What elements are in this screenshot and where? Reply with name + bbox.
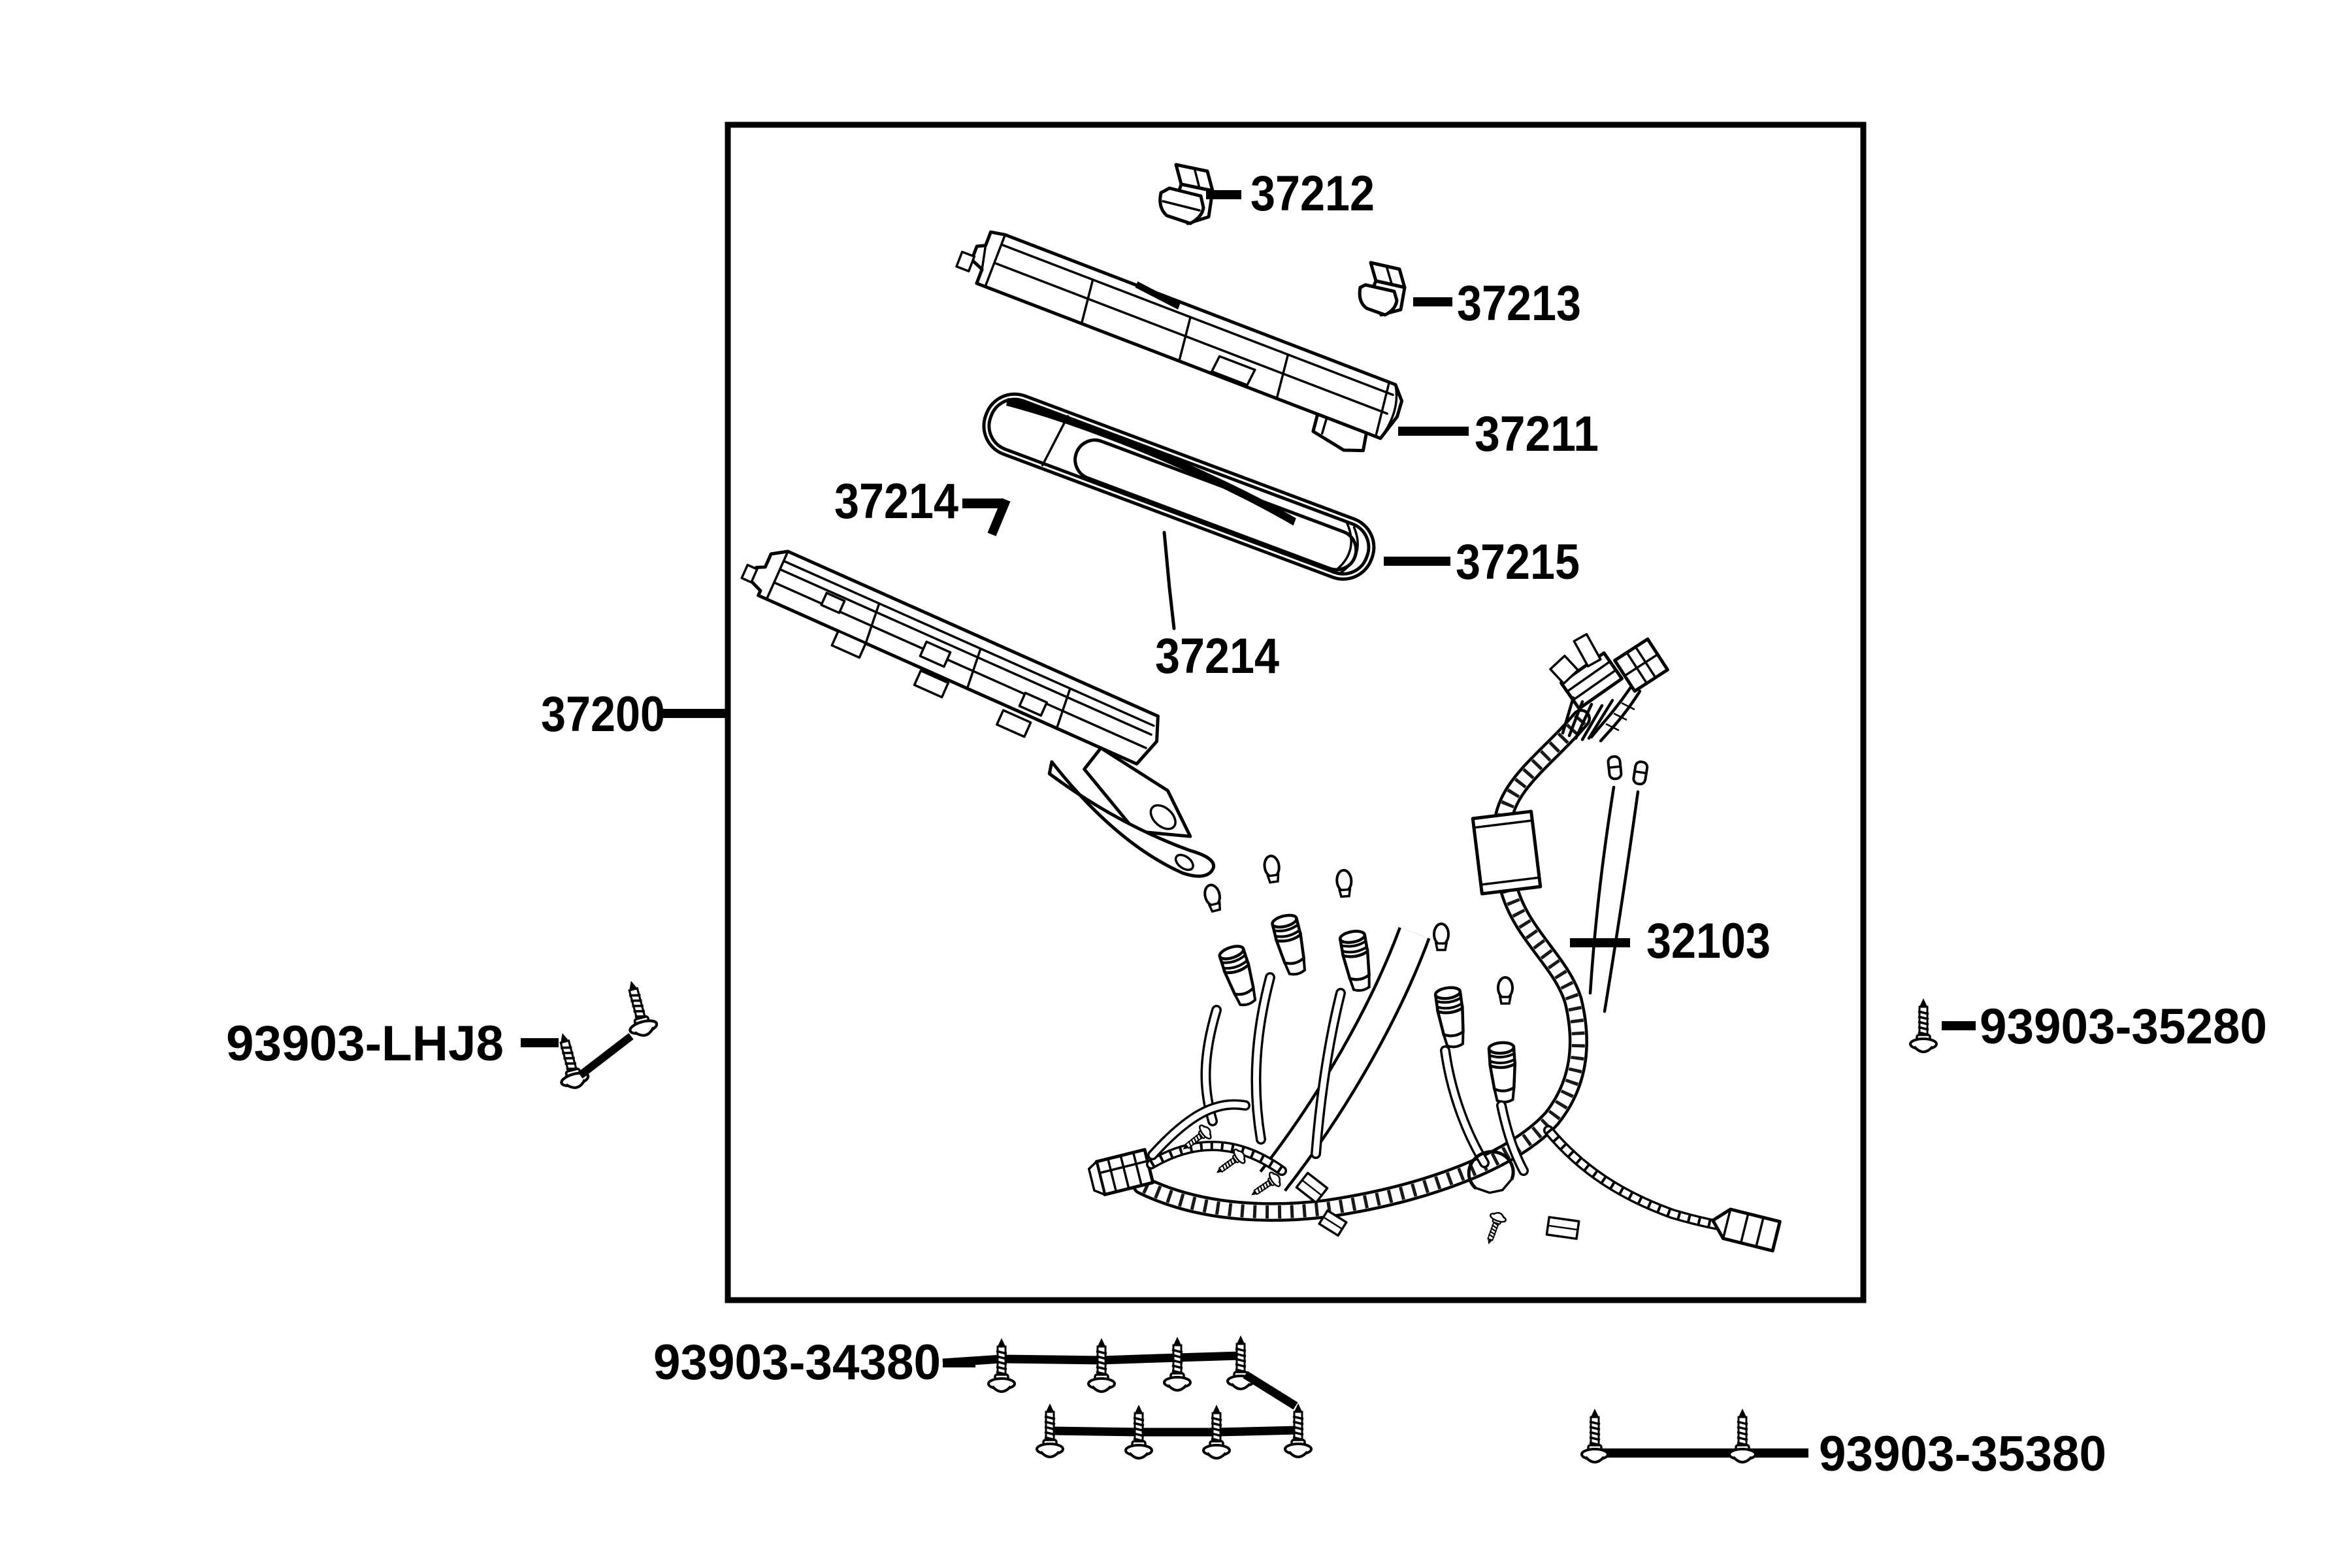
part-label-37214-lower: 37214 bbox=[1155, 629, 1279, 684]
harness-bulb bbox=[1433, 923, 1450, 951]
harness-bulb-socket bbox=[1218, 944, 1260, 1008]
part-37200-case bbox=[740, 549, 1216, 878]
leader-37214-lower bbox=[1162, 531, 1176, 630]
part-label-93903-35380: 93903-35380 bbox=[1819, 1426, 2106, 1482]
leader-32103 bbox=[1570, 938, 1630, 947]
harness-bulb bbox=[1262, 853, 1282, 885]
harness-bullet-terminal bbox=[1606, 755, 1624, 781]
harness-clamp bbox=[1467, 1150, 1515, 1194]
part-label-37214-upper: 37214 bbox=[834, 474, 958, 529]
harness-clamp-screw bbox=[1480, 1209, 1509, 1249]
leader-37215 bbox=[1384, 557, 1450, 566]
part-label-37212: 37212 bbox=[1250, 166, 1375, 221]
diagram-frame-border bbox=[725, 122, 1867, 1303]
harness-bulb-socket bbox=[1435, 986, 1467, 1048]
screw-group-93903-34380 bbox=[942, 1334, 1313, 1460]
harness-bulb-socket bbox=[1339, 930, 1374, 992]
harness-clip bbox=[1545, 1216, 1580, 1240]
leader-37212 bbox=[1206, 190, 1241, 199]
part-32103-harness bbox=[1087, 632, 1782, 1252]
leader-37200 bbox=[661, 709, 727, 718]
leader-lhj8 bbox=[521, 1038, 559, 1047]
leader-37211 bbox=[1398, 427, 1469, 436]
harness-bulb-socket bbox=[1271, 913, 1310, 977]
part-37212-knob bbox=[1158, 163, 1215, 225]
harness-bulb bbox=[1201, 882, 1225, 914]
part-37215-lens bbox=[982, 392, 1376, 581]
harness-connector-b bbox=[1613, 637, 1669, 693]
part-37211-upper-cover bbox=[955, 230, 1404, 453]
harness-connector-left bbox=[1087, 1148, 1155, 1196]
part-label-37213: 37213 bbox=[1457, 276, 1581, 331]
leader-37214-upper-tick bbox=[987, 498, 1011, 536]
screw-group-93903-35380 bbox=[1580, 1407, 1808, 1463]
part-37213-knob bbox=[1358, 261, 1407, 317]
harness-connector-a bbox=[1549, 632, 1624, 711]
harness-connector-right bbox=[1711, 1207, 1782, 1252]
leader-37214-upper bbox=[962, 498, 1003, 508]
harness-bullet-terminal bbox=[1631, 759, 1650, 787]
part-label-37211: 37211 bbox=[1475, 406, 1599, 462]
part-label-93903-34380: 93903-34380 bbox=[653, 1335, 941, 1390]
leader-35280 bbox=[1942, 1021, 1976, 1030]
part-label-93903-35280: 93903-35280 bbox=[1980, 999, 2267, 1054]
harness-bulb bbox=[1335, 868, 1354, 898]
leader-37213 bbox=[1413, 297, 1452, 306]
leader-34380 bbox=[943, 1359, 975, 1367]
part-label-37215: 37215 bbox=[1456, 534, 1580, 590]
screw-group-93903-LHJ8 bbox=[549, 977, 659, 1091]
part-label-37200: 37200 bbox=[541, 687, 665, 742]
part-label-93903-LHJ8: 93903-LHJ8 bbox=[226, 1016, 504, 1071]
screw-93903-35280 bbox=[1909, 997, 1938, 1053]
part-label-32103: 32103 bbox=[1646, 913, 1771, 969]
harness-bulb-socket bbox=[1488, 1042, 1517, 1103]
harness-connector-small bbox=[1318, 1209, 1348, 1237]
harness-connector-small bbox=[1295, 1171, 1329, 1204]
harness-bulb bbox=[1497, 976, 1514, 1005]
leader-lhj8-link bbox=[578, 1033, 634, 1079]
